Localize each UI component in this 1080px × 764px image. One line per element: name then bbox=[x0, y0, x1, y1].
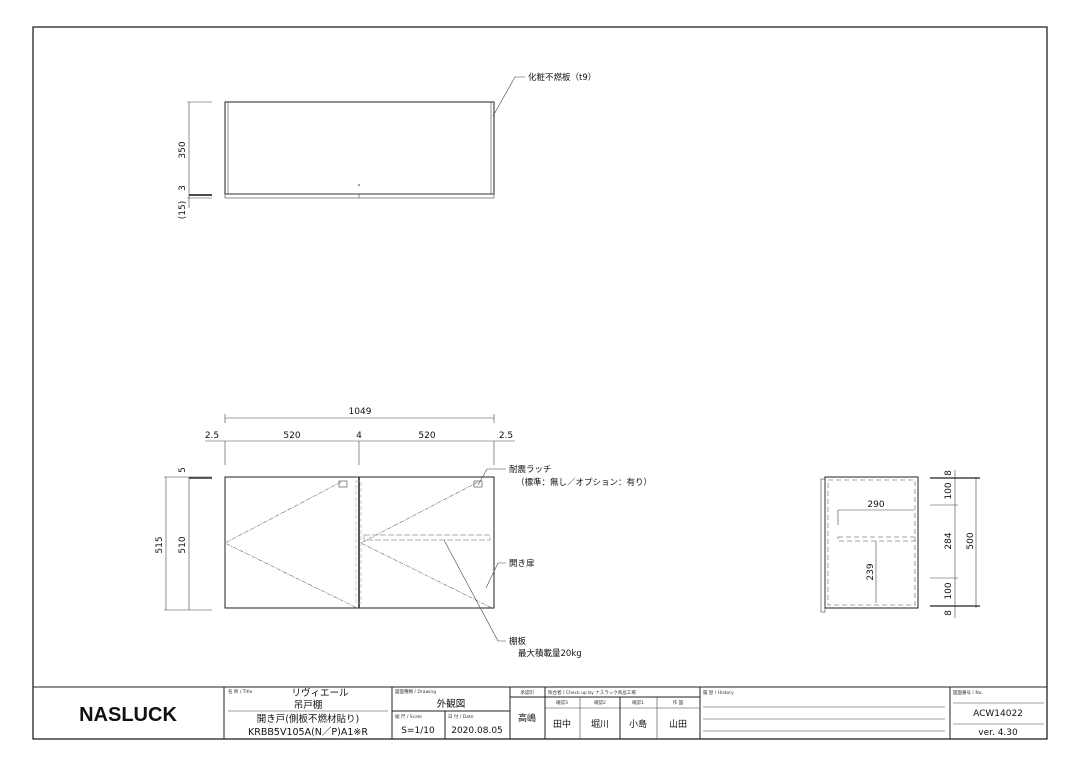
no-header: 図面番号 / No. bbox=[953, 689, 983, 696]
dim-left-gap: 2.5 bbox=[205, 431, 219, 441]
dim-top-8: 8 bbox=[944, 470, 954, 476]
dim-door-height: 510 bbox=[178, 536, 188, 553]
side-panel bbox=[820, 478, 826, 613]
history-header: 履 歴 / History bbox=[703, 690, 734, 696]
dim-shelf-height: 239 bbox=[866, 563, 876, 580]
dim-total-height: 515 bbox=[155, 536, 165, 553]
dim-height-350: 350 bbox=[178, 141, 188, 158]
dim-total-depth: 500 bbox=[966, 532, 976, 549]
date-value: 2020.08.05 bbox=[451, 726, 503, 736]
dim-middle-284: 284 bbox=[944, 532, 954, 549]
approval-value: 高嶋 bbox=[518, 712, 536, 724]
nasluck-logo: NASLUCK bbox=[79, 704, 177, 726]
dim-top-100: 100 bbox=[944, 482, 954, 499]
door-swing-right bbox=[360, 481, 493, 609]
title-block: NASLUCK 名 称 / Title リヴィエール 吊戸棚 開き戸(側板不燃材… bbox=[33, 686, 1047, 739]
label-shelf: 棚板 bbox=[509, 636, 527, 647]
drawing-header: 図面種類 / Drawing bbox=[395, 688, 436, 695]
top-view: 350 3 (15) 化粧不燃板（t9） bbox=[178, 72, 596, 219]
drawing-number: ACW14022 bbox=[973, 709, 1023, 719]
label-latch: 耐震ラッチ bbox=[509, 464, 552, 475]
approval-header: 承認印 bbox=[520, 689, 534, 696]
check-col-1: 確認1 bbox=[632, 699, 644, 706]
shelf-outline bbox=[363, 534, 491, 541]
side-shelf bbox=[837, 536, 916, 542]
dim-shelf-depth: 290 bbox=[867, 500, 884, 510]
side-view: 290 239 8 100 284 100 8 500 bbox=[820, 470, 980, 618]
scale-value: S=1/10 bbox=[401, 726, 435, 736]
latch-left bbox=[338, 480, 348, 488]
drawing-value: 外観図 bbox=[437, 698, 466, 710]
dim-left-door: 520 bbox=[283, 431, 300, 441]
dim-bottom-8: 8 bbox=[944, 610, 954, 616]
dim-center-gap: 4 bbox=[356, 431, 362, 441]
label-door: 開き扉 bbox=[509, 558, 535, 569]
dim-total-width: 1049 bbox=[349, 407, 372, 417]
dim-right-door: 520 bbox=[418, 431, 435, 441]
check-name-drafter: 山田 bbox=[669, 719, 687, 730]
version: ver. 4.30 bbox=[978, 728, 1018, 738]
title-header: 名 称 / Title bbox=[228, 688, 253, 695]
dim-gap-3: 3 bbox=[178, 185, 188, 191]
title-line2: 吊戸棚 bbox=[294, 699, 323, 711]
label-panel: 化粧不燃板（t9） bbox=[528, 72, 596, 83]
title-line3: 開き戸(側板不燃材貼り) bbox=[257, 713, 359, 725]
front-view: 1049 2.5 520 4 520 2.5 515 510 5 耐震ラッチ （… bbox=[155, 407, 652, 659]
sheet-border bbox=[32, 26, 1048, 740]
dim-bottom-100: 100 bbox=[944, 582, 954, 599]
check-col-3: 確認3 bbox=[556, 699, 568, 706]
top-view-body bbox=[224, 101, 495, 195]
check-name-1: 小島 bbox=[629, 718, 647, 730]
side-view-body bbox=[824, 476, 919, 609]
title-line4: KRBB5V105A(N／P)A1※R bbox=[248, 727, 368, 738]
door-swing-left bbox=[224, 481, 358, 609]
scale-header: 縮 尺 / Scale bbox=[395, 713, 422, 720]
check-col-drafter: 作 図 bbox=[673, 699, 684, 706]
label-shelf-note: 最大積載量20kg bbox=[518, 648, 582, 659]
check-name-2: 堀川 bbox=[591, 719, 609, 730]
check-col-2: 確認2 bbox=[594, 699, 606, 706]
dim-right-gap: 2.5 bbox=[499, 431, 513, 441]
label-latch-note: （標準：無し／オプション：有り） bbox=[516, 477, 652, 488]
top-view-base bbox=[224, 193, 495, 199]
title-line1: リヴィエール bbox=[291, 687, 349, 699]
latch-right bbox=[473, 480, 483, 488]
dim-top: 5 bbox=[178, 467, 188, 473]
check-name-3: 田中 bbox=[553, 718, 571, 730]
check-header: 照合者 / Check up by ナスラック商品工場 bbox=[548, 689, 636, 696]
dim-bottom-15: (15) bbox=[178, 201, 188, 219]
date-header: 日 付 / Date bbox=[448, 713, 474, 720]
